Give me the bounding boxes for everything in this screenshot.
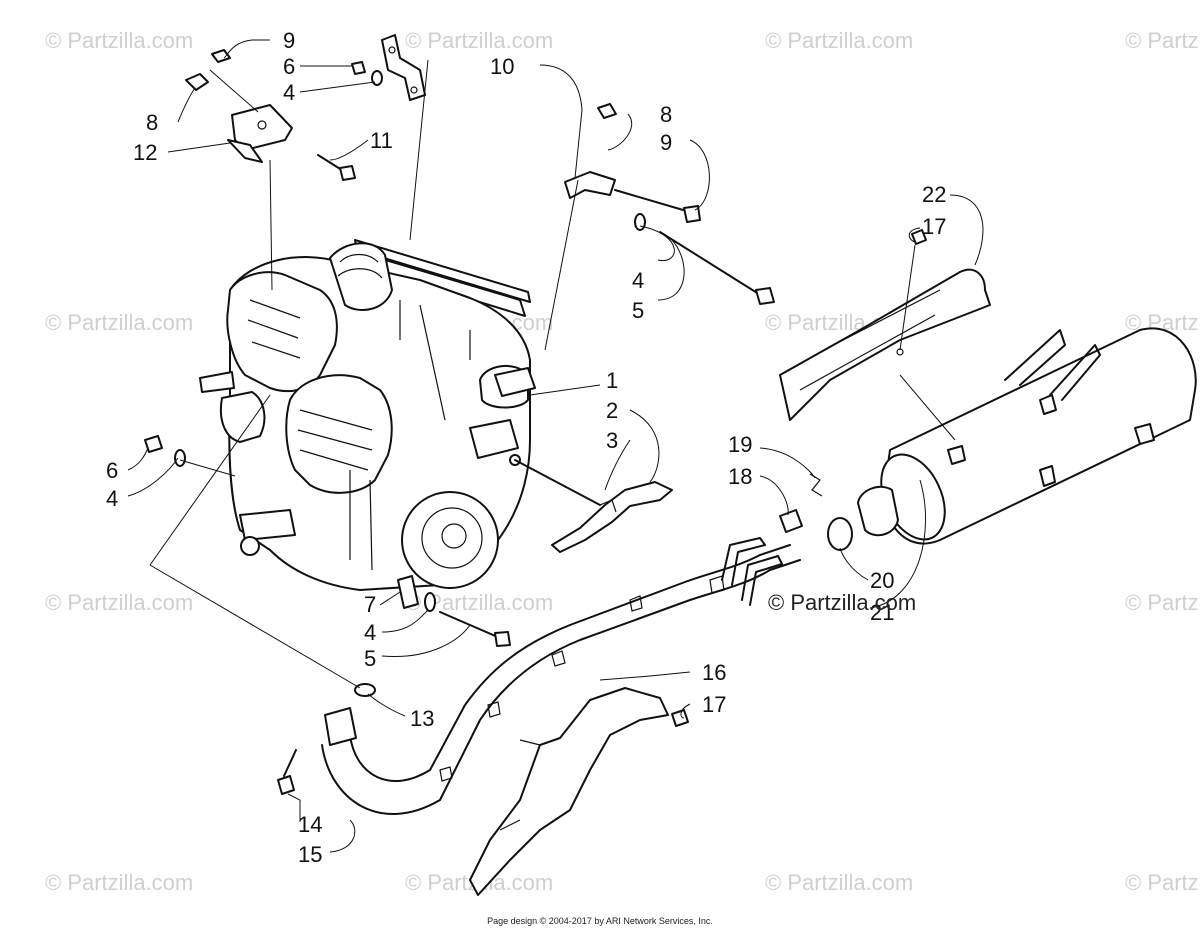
- callout-20: 20: [870, 568, 894, 593]
- watermark: © Partzilla.com: [405, 28, 553, 53]
- spacer-18: [779, 509, 803, 533]
- page-credit: Page design © 2004-2017 by ARI Network S…: [487, 916, 713, 926]
- screw-17: [671, 709, 689, 727]
- callout-5: 5: [364, 646, 376, 671]
- screw-17: [911, 229, 927, 245]
- washer-4: [634, 213, 646, 231]
- watermark: © Partzilla.com: [1125, 28, 1200, 53]
- callout-17: 17: [922, 214, 946, 239]
- right-bracket: [564, 103, 775, 305]
- heat-shield-upper: [779, 229, 991, 421]
- nut-8: [185, 73, 209, 91]
- callout-labels: 9 6 4 10 8 12 11 8 9 22 17 4 5 1 2 3 6 4…: [106, 28, 946, 867]
- callout-4: 4: [106, 486, 118, 511]
- washer-4: [174, 449, 186, 467]
- gasket-20: [827, 517, 853, 551]
- callout-6: 6: [106, 458, 118, 483]
- watermark: © Partzilla.com: [45, 590, 193, 615]
- bolt-14: [277, 775, 295, 795]
- heat-shield-lower: [469, 687, 689, 896]
- callout-5: 5: [632, 298, 644, 323]
- front-mount: [397, 575, 511, 647]
- left-hardware: [144, 435, 186, 467]
- washer-4: [371, 70, 383, 86]
- nut-8: [597, 103, 617, 119]
- callout-4: 4: [364, 620, 376, 645]
- washer-4: [424, 592, 436, 612]
- callout-1: 1: [606, 368, 618, 393]
- callout-16: 16: [702, 660, 726, 685]
- spacer-7: [397, 575, 419, 609]
- callout-17: 17: [702, 692, 726, 717]
- watermark: © Partzilla.com: [765, 28, 913, 53]
- callout-8: 8: [660, 102, 672, 127]
- watermark: © Partzilla.com: [1125, 590, 1200, 615]
- callout-7: 7: [364, 592, 376, 617]
- callout-2: 2: [606, 398, 618, 423]
- callout-22: 22: [922, 182, 946, 207]
- watermark: © Partzilla.com: [45, 28, 193, 53]
- callout-4: 4: [283, 80, 295, 105]
- callout-18: 18: [728, 464, 752, 489]
- muffler: [779, 327, 1197, 551]
- bolt-9: [211, 49, 231, 63]
- watermark: © Partzilla.com: [45, 310, 193, 335]
- callout-9: 9: [660, 130, 672, 155]
- callout-11: 11: [370, 128, 393, 153]
- callout-9: 9: [283, 28, 295, 53]
- watermark: © Partzilla.com: [45, 870, 193, 895]
- spring-19: [809, 473, 823, 497]
- leader-lines: [127, 39, 984, 853]
- callout-15: 15: [298, 842, 322, 867]
- callout-6: 6: [283, 54, 295, 79]
- callout-10: 10: [490, 54, 514, 79]
- gasket-13: [354, 683, 376, 697]
- exhaust-pipe: [277, 537, 801, 816]
- callout-8: 8: [146, 110, 158, 135]
- watermark-overlay: © Partzilla.com: [768, 590, 916, 615]
- callout-12: 12: [133, 140, 157, 165]
- callout-21: 21: [870, 600, 894, 625]
- bolt-5: [659, 231, 763, 297]
- front-bracket: [185, 49, 383, 181]
- callout-13: 13: [410, 706, 434, 731]
- nut-6: [351, 61, 366, 75]
- callout-3: 3: [606, 428, 618, 453]
- engine-assembly: [199, 239, 536, 591]
- shift-linkage: [509, 454, 673, 553]
- watermark: © Partzilla.com: [765, 870, 913, 895]
- callout-19: 19: [728, 432, 752, 457]
- callout-4: 4: [632, 268, 644, 293]
- watermark: © Partzilla.com: [1125, 870, 1200, 895]
- callout-14: 14: [298, 812, 322, 837]
